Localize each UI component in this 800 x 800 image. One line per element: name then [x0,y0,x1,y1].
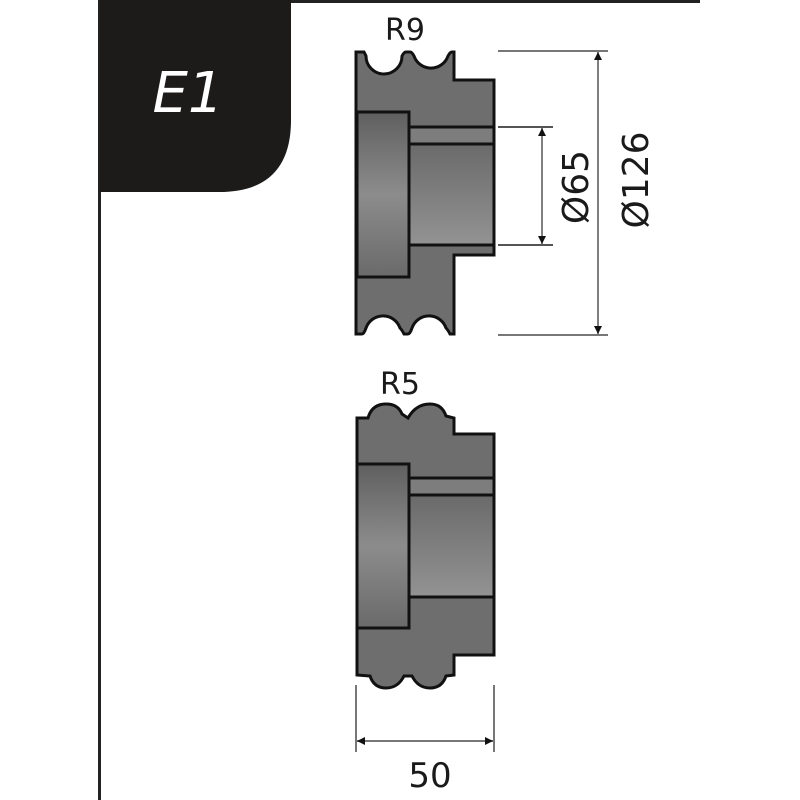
badge-background [100,0,291,192]
outer-diameter-label: Ø126 [616,131,657,228]
groove-radius-label-r9: R9 [385,13,425,48]
upper-roller [354,50,496,336]
width-label: 50 [408,756,451,796]
bore-diameter-label: Ø65 [556,150,597,224]
badge-label: E1 [152,61,223,126]
lower-roller [355,402,496,690]
groove-radius-label-r5: R5 [380,367,420,402]
